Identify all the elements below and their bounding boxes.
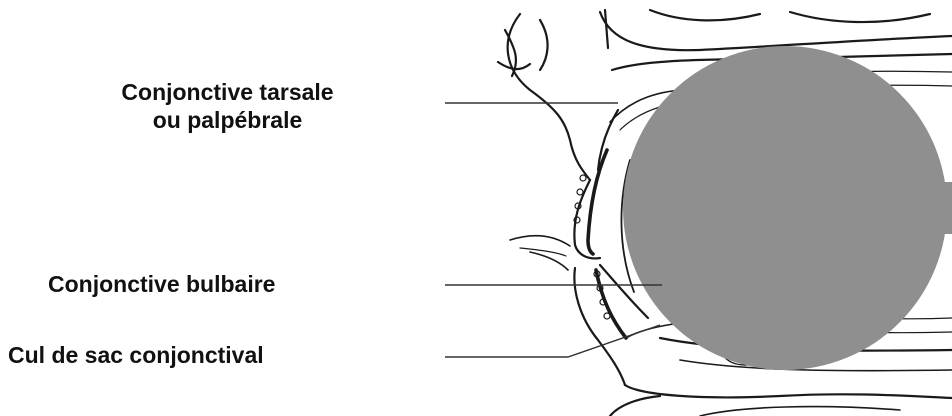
hair-stroke-2 bbox=[540, 20, 548, 70]
orbit-roof bbox=[600, 12, 952, 50]
hair-stroke-3 bbox=[498, 62, 530, 69]
brow-skin bbox=[508, 14, 590, 180]
eyeball bbox=[623, 46, 947, 370]
upper-bone-rim bbox=[605, 10, 608, 48]
maxilla bbox=[625, 385, 952, 398]
optic-nerve bbox=[940, 182, 952, 234]
upper-lashes bbox=[510, 236, 570, 246]
leader-fornix bbox=[445, 325, 660, 357]
